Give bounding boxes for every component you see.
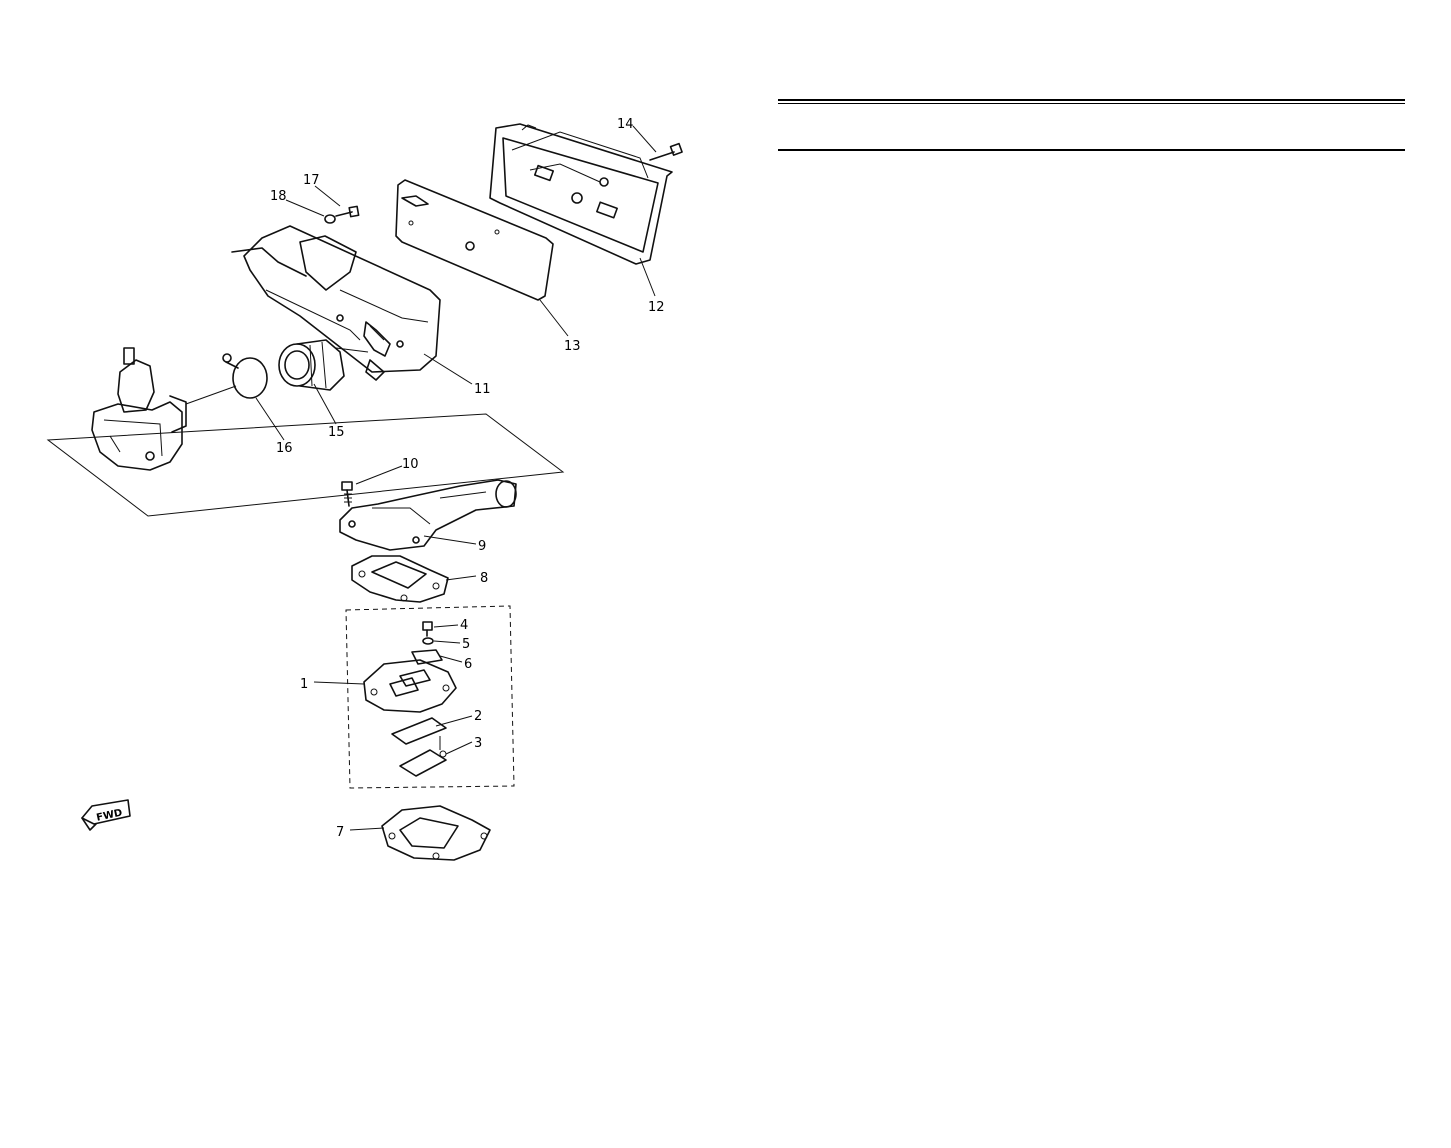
header-rule-top-second <box>778 103 1405 104</box>
header-rule-bottom <box>778 149 1405 151</box>
carburetor-reference-box <box>46 413 565 517</box>
header-rule-top <box>778 99 1405 101</box>
reed-washer <box>422 637 434 645</box>
callout-7: 7 <box>336 825 344 840</box>
fwd-label: FWD <box>95 808 123 824</box>
reed-petal <box>391 717 447 745</box>
intake-manifold <box>339 479 517 551</box>
callout-9: 9 <box>478 539 486 554</box>
reed-valve-assembly-box <box>345 605 515 789</box>
callout-2: 2 <box>474 709 482 724</box>
manifold-gasket <box>351 555 449 603</box>
intake-silencer <box>231 225 441 381</box>
hose-clamp <box>222 353 268 399</box>
forward-arrow-icon: FWD <box>81 799 131 831</box>
reed-petal-lower <box>399 749 447 777</box>
air-filter-element <box>395 179 554 301</box>
callout-17: 17 <box>303 173 320 188</box>
callout-10: 10 <box>402 457 419 472</box>
callout-3: 3 <box>474 736 482 751</box>
silencer-washer <box>324 214 336 224</box>
manifold-bolt <box>341 481 353 507</box>
callout-15: 15 <box>328 425 345 440</box>
callout-4: 4 <box>460 618 468 633</box>
callout-18: 18 <box>270 189 287 204</box>
callout-11: 11 <box>474 382 491 397</box>
callout-1: 1 <box>300 677 308 692</box>
reed-screw <box>422 621 433 637</box>
cover-screw <box>649 142 683 161</box>
carburetor-joint <box>278 339 369 391</box>
callout-13: 13 <box>564 339 581 354</box>
reed-stopper <box>411 649 443 665</box>
callout-12: 12 <box>648 300 665 315</box>
callout-5: 5 <box>462 637 470 652</box>
callout-16: 16 <box>276 441 293 456</box>
silencer-bolt <box>335 205 360 218</box>
reed-valve-gasket <box>381 805 491 861</box>
callout-6: 6 <box>464 657 472 672</box>
carburetor-reference <box>91 347 237 471</box>
leader-lines <box>255 125 657 831</box>
airbox-cover <box>489 123 673 265</box>
reed-valve-body <box>363 659 457 713</box>
callout-8: 8 <box>480 571 488 586</box>
callout-14: 14 <box>617 117 634 132</box>
